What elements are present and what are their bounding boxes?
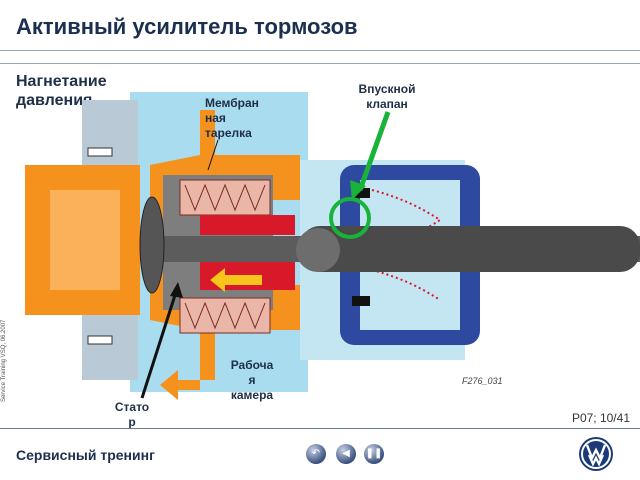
stator-pointer	[140, 291, 178, 399]
figure-code: F276_031	[462, 376, 503, 386]
stator-label-line: р	[128, 415, 136, 429]
inlet-pointer-head	[350, 180, 366, 200]
left-seal-top	[87, 147, 113, 157]
armature-top	[200, 215, 295, 235]
work-chamber-label: Рабоча я камера	[222, 358, 282, 403]
work-label-line: я	[248, 373, 256, 387]
coil-bottom-winding	[184, 301, 266, 330]
membrane-label: Мембран ная тарелка	[205, 96, 259, 141]
armature-arrow	[210, 268, 262, 292]
title-divider	[0, 50, 640, 51]
push-rod-tip	[300, 226, 640, 272]
vw-logo	[579, 437, 613, 471]
subtitle-divider	[0, 63, 640, 64]
pause-button[interactable]: ❚❚	[364, 444, 384, 464]
work-label-line: камера	[230, 388, 274, 402]
membrane-label-line: Мембран	[205, 96, 259, 110]
stator-label: Стато р	[110, 400, 154, 430]
back-button[interactable]: ↶	[306, 444, 326, 464]
pause-icon: ❚❚	[365, 448, 383, 459]
membrane-label-line: ная	[205, 111, 226, 125]
stator-label-line: Стато	[114, 400, 150, 414]
inlet-valve-label: Впускной клапан	[352, 82, 422, 112]
footer-brand: Сервисный тренинг	[16, 447, 155, 463]
stator-arrow	[160, 370, 200, 400]
stator-pointer-head	[170, 282, 183, 298]
previous-icon: ◀	[342, 448, 350, 459]
valve-ball	[296, 228, 340, 272]
membrane-leader	[207, 139, 219, 171]
work-label-line: Рабоча	[230, 358, 274, 372]
membrane-plate	[200, 110, 215, 160]
inlet-label-line: клапан	[366, 97, 408, 111]
coil-top-winding	[184, 183, 266, 212]
inlet-valve-highlight	[329, 197, 371, 239]
footer-divider	[0, 428, 640, 429]
subtitle-line-2: давления	[16, 92, 93, 109]
page-title: Активный усилитель тормозов	[16, 14, 358, 39]
inlet-label-line: Впускной	[358, 82, 416, 96]
inlet-seal-bottom	[352, 296, 370, 306]
membrane-label-line: тарелка	[205, 126, 252, 140]
flange-disc	[139, 196, 165, 294]
diagram-subtitle: Нагнетание давления	[16, 72, 136, 110]
left-orange-inner	[50, 190, 120, 290]
membrane-plate-lower	[200, 325, 215, 380]
left-seal-bottom	[87, 335, 113, 345]
inlet-valve-pointer	[357, 111, 391, 191]
previous-button[interactable]: ◀	[336, 444, 356, 464]
side-caption: Service Training VSQ, 06.2007	[1, 319, 7, 402]
inlet-seal-top	[352, 188, 370, 198]
page-number: P07; 10/41	[571, 411, 630, 425]
subtitle-line-1: Нагнетание	[16, 73, 107, 90]
back-icon: ↶	[311, 448, 321, 459]
